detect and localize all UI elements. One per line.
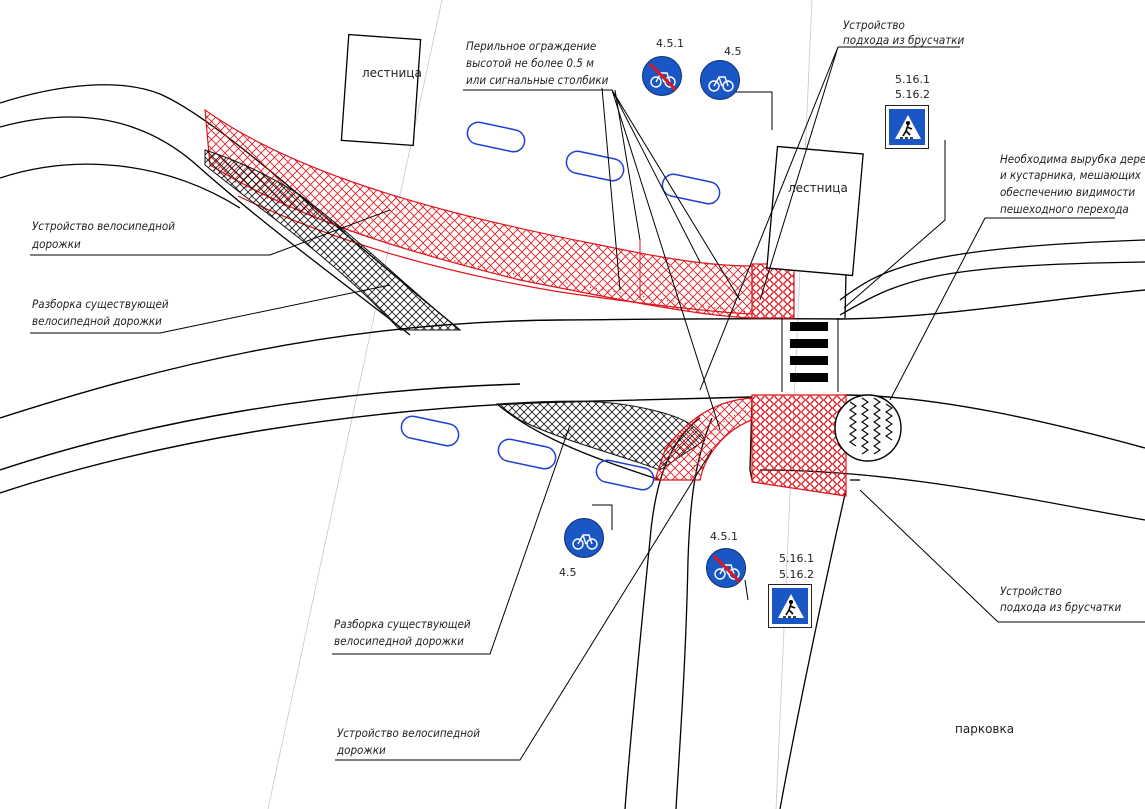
pedestrian-crossing-sign-bottom-icon	[768, 584, 812, 628]
sign-code-45-top: 4.5	[724, 45, 742, 58]
bike-path-top-label-1: Устройство велосипедной	[32, 219, 175, 233]
trees-label-2: и кустарника, мешающих	[1000, 168, 1141, 182]
sign-code-5161-bottom: 5.16.1	[779, 552, 814, 565]
trees-label-3: обеспечению видимости	[1000, 185, 1136, 199]
paving-bottom-label-2: подхода из брусчатки	[1000, 600, 1122, 614]
upper-right-road	[839, 239, 1145, 319]
stairs-building-right	[766, 145, 864, 277]
pedestrian-crossing-sign-icon	[885, 105, 929, 149]
sign-code-45-bottom: 4.5	[559, 566, 577, 579]
paving-bottom-label-1: Устройство	[1000, 584, 1062, 598]
stairs-label-top: лестница	[362, 66, 422, 80]
dismantle-bottom-label-1: Разборка существующей	[334, 617, 471, 631]
parking-slots	[400, 121, 721, 491]
railing-label-1: Перильное ограждение	[466, 39, 597, 53]
main-road	[0, 289, 1145, 494]
sign-code-5161-top: 5.16.1	[895, 73, 930, 86]
bike-path-bottom-label-1: Устройство велосипедной	[337, 726, 480, 740]
bike-path-top-label-2: дорожки	[32, 237, 81, 251]
sign-code-451-top: 4.5.1	[656, 37, 684, 50]
new-bike-path-bottom	[654, 397, 753, 481]
paving-top	[751, 263, 795, 319]
bike-path-bottom-label-2: дорожки	[337, 743, 386, 757]
trees-label-4: пешеходного перехода	[1000, 202, 1129, 216]
railing-label-2: высотой не более 0.5 м	[466, 56, 594, 70]
no-bicycle-sign-bottom-icon	[706, 548, 746, 588]
lower-road	[496, 399, 847, 809]
trees-label-1: Необходима вырубка деревьев	[1000, 152, 1145, 166]
bicycle-sign-icon	[700, 60, 740, 100]
sign-code-5162-bottom: 5.16.2	[779, 568, 814, 581]
stairs-label-right: лестница	[788, 181, 848, 195]
bicycle-sign-bottom-icon	[564, 518, 604, 558]
paving-top-label-2: подхода из брусчатки	[843, 33, 965, 47]
sign-code-451-bottom: 4.5.1	[710, 530, 738, 543]
paving-top-label-1: Устройство	[843, 18, 905, 32]
dismantle-top-label-1: Разборка существующей	[32, 297, 169, 311]
trees-marker	[834, 394, 902, 462]
dismantle-bike-path-top	[204, 149, 462, 331]
paving-bottom	[751, 394, 847, 497]
dismantle-top-label-2: велосипедной дорожки	[32, 314, 162, 328]
zebra-crossing	[790, 322, 828, 382]
dismantle-bottom-label-2: велосипедной дорожки	[334, 634, 464, 648]
parking-label: парковка	[955, 722, 1015, 736]
railing-label-3: или сигнальные столбики	[466, 73, 609, 87]
stairs-building-top	[340, 33, 422, 147]
sign-code-5162-top: 5.16.2	[895, 88, 930, 101]
no-bicycle-sign-icon	[642, 56, 682, 96]
